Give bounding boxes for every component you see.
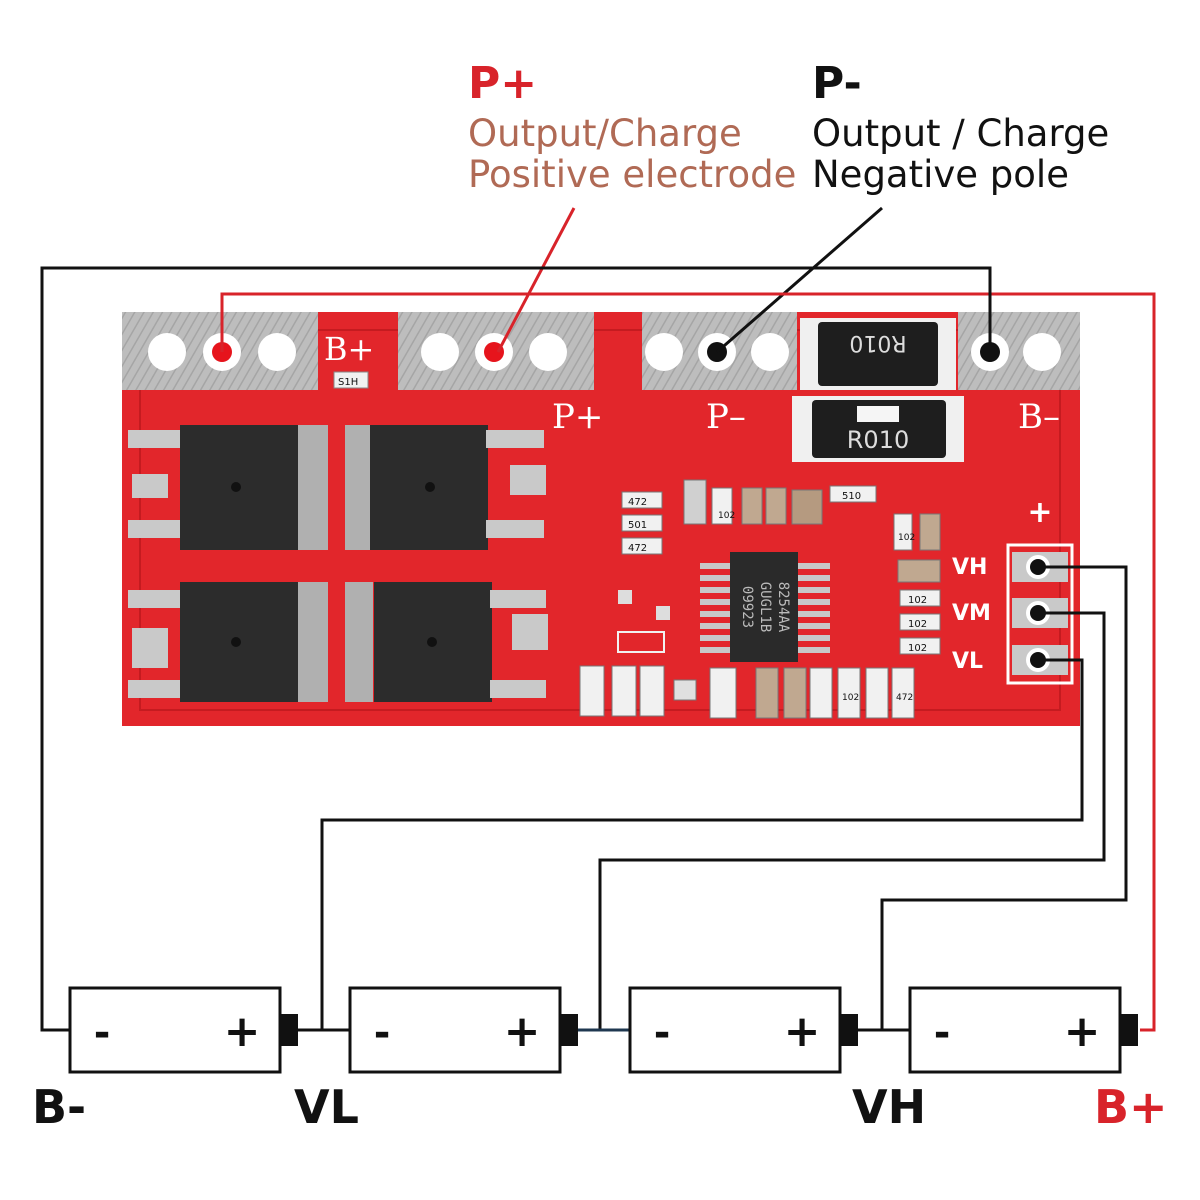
wire-vh — [880, 565, 1128, 1030]
p-plus-description-line1: Output/Charge — [468, 112, 742, 155]
battery-plus-sign: + — [784, 1006, 821, 1057]
smd-mark: 102 — [842, 693, 859, 703]
chip-marking-line2: GUGL1B — [757, 582, 773, 633]
wire-vm — [598, 611, 1106, 1030]
chip-marking-line3: 09923 — [739, 586, 755, 628]
battery-minus-sign: - — [94, 1010, 111, 1056]
balance-plus-label: + — [1027, 495, 1052, 530]
mosfet-1 — [128, 425, 328, 550]
label-vh: VH — [852, 1080, 927, 1134]
mosfet-3 — [128, 582, 328, 702]
label-vl: VL — [294, 1080, 359, 1134]
balance-label-vl: VL — [952, 649, 983, 674]
silk-label-p-minus: P– — [706, 397, 746, 437]
bms-board: B+ P+ P– B– S1H R010 R010 — [122, 312, 1080, 726]
silk-label-b-plus: B+ — [324, 330, 374, 368]
wire-vl — [320, 658, 1084, 1030]
smd-resistor — [333, 371, 369, 389]
smd-mark: 472 — [628, 497, 647, 508]
smd-mark: S1H — [338, 377, 358, 388]
bms-controller-chip: 8254AA GUGL1B 09923 — [700, 552, 830, 662]
mosfet-2 — [345, 425, 546, 550]
p-minus-description-line2: Negative pole — [812, 153, 1069, 196]
p-minus-leader-line — [716, 206, 883, 354]
battery-plus-sign: + — [224, 1006, 261, 1057]
smd-mark: 501 — [628, 520, 647, 531]
battery-3: - + — [628, 986, 858, 1074]
battery-plus-sign: + — [504, 1006, 541, 1057]
silk-label-p-plus: P+ — [552, 397, 603, 437]
smd-mark: 102 — [908, 595, 927, 606]
shunt-resistor-2-label: R010 — [847, 426, 909, 454]
smd-mark: 472 — [628, 543, 647, 554]
p-plus-leader-line — [496, 207, 576, 353]
balance-label-vh: VH — [952, 555, 987, 580]
smd-mark: 102 — [898, 533, 915, 543]
wire-b-minus — [40, 266, 992, 1032]
p-minus-description-line1: Output / Charge — [812, 112, 1110, 155]
p-plus-title: P+ — [468, 58, 538, 109]
smd-components: 472 501 472 102 510 102 102 102 102 — [579, 479, 941, 719]
label-b-minus: B- — [32, 1080, 87, 1134]
battery-plus-sign: + — [1064, 1006, 1101, 1057]
chip-marking-line1: 8254AA — [775, 582, 791, 633]
label-b-plus: B+ — [1094, 1080, 1168, 1134]
battery-1: - + — [68, 986, 298, 1074]
battery-2: - + — [348, 986, 578, 1074]
smd-mark: 102 — [908, 643, 927, 654]
p-minus-title: P- — [812, 58, 862, 109]
battery-minus-sign: - — [934, 1010, 951, 1056]
wire-b-plus — [220, 292, 1156, 1032]
shunt-resistor-1-label: R010 — [849, 330, 906, 355]
smd-mark: 102 — [718, 511, 735, 521]
shunt-resistor-1: R010 — [800, 318, 956, 390]
balance-label-vm: VM — [952, 601, 991, 626]
smd-mark: 472 — [896, 693, 913, 703]
shunt-resistor-2: R010 — [792, 396, 964, 462]
p-plus-description-line2: Positive electrode — [468, 153, 797, 196]
smd-mark: 510 — [842, 491, 861, 502]
silk-label-b-minus: B– — [1018, 397, 1060, 437]
battery-minus-sign: - — [374, 1010, 391, 1056]
battery-minus-sign: - — [654, 1010, 671, 1056]
battery-4: - + — [908, 986, 1138, 1074]
mosfet-4 — [345, 582, 548, 702]
smd-mark: 102 — [908, 619, 927, 630]
